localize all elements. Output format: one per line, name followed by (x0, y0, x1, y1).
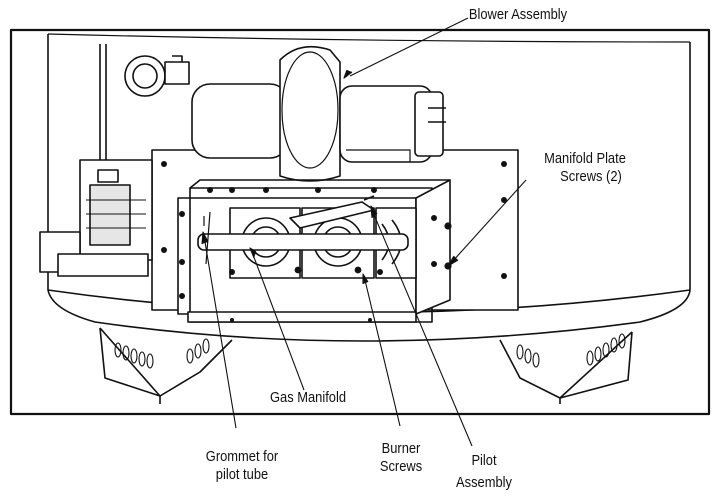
blower-assembly (191, 45, 446, 182)
label-grommet-line2: pilot tube (215, 466, 269, 483)
label-burner-screws-line1: Burner (381, 440, 421, 457)
label-gas-manifold: Gas Manifold (269, 389, 347, 406)
label-blower-assembly: Blower Assembly (468, 6, 568, 23)
pressure-switch (124, 55, 190, 97)
label-manifold-plate-screws-line2: Screws (2) (560, 168, 622, 185)
label-manifold-plate-screws-line1: Manifold Plate (544, 150, 626, 167)
gas-manifold-tube (197, 233, 409, 251)
label-pilot-assembly-line2: Assembly (456, 474, 512, 491)
plate-screws (179, 187, 452, 322)
gas-control-valve (39, 159, 153, 277)
label-grommet-line1: Grommet for (205, 448, 279, 465)
diagram-frame (9, 28, 711, 416)
pilot-tube (99, 44, 107, 160)
label-pilot-assembly-line1: Pilot (471, 452, 497, 469)
label-burner-screws-line2: Screws (379, 458, 423, 475)
leader-lines (201, 17, 527, 447)
tank-rim (47, 289, 691, 342)
left-support-leg (99, 327, 233, 404)
right-support-leg (499, 331, 633, 404)
